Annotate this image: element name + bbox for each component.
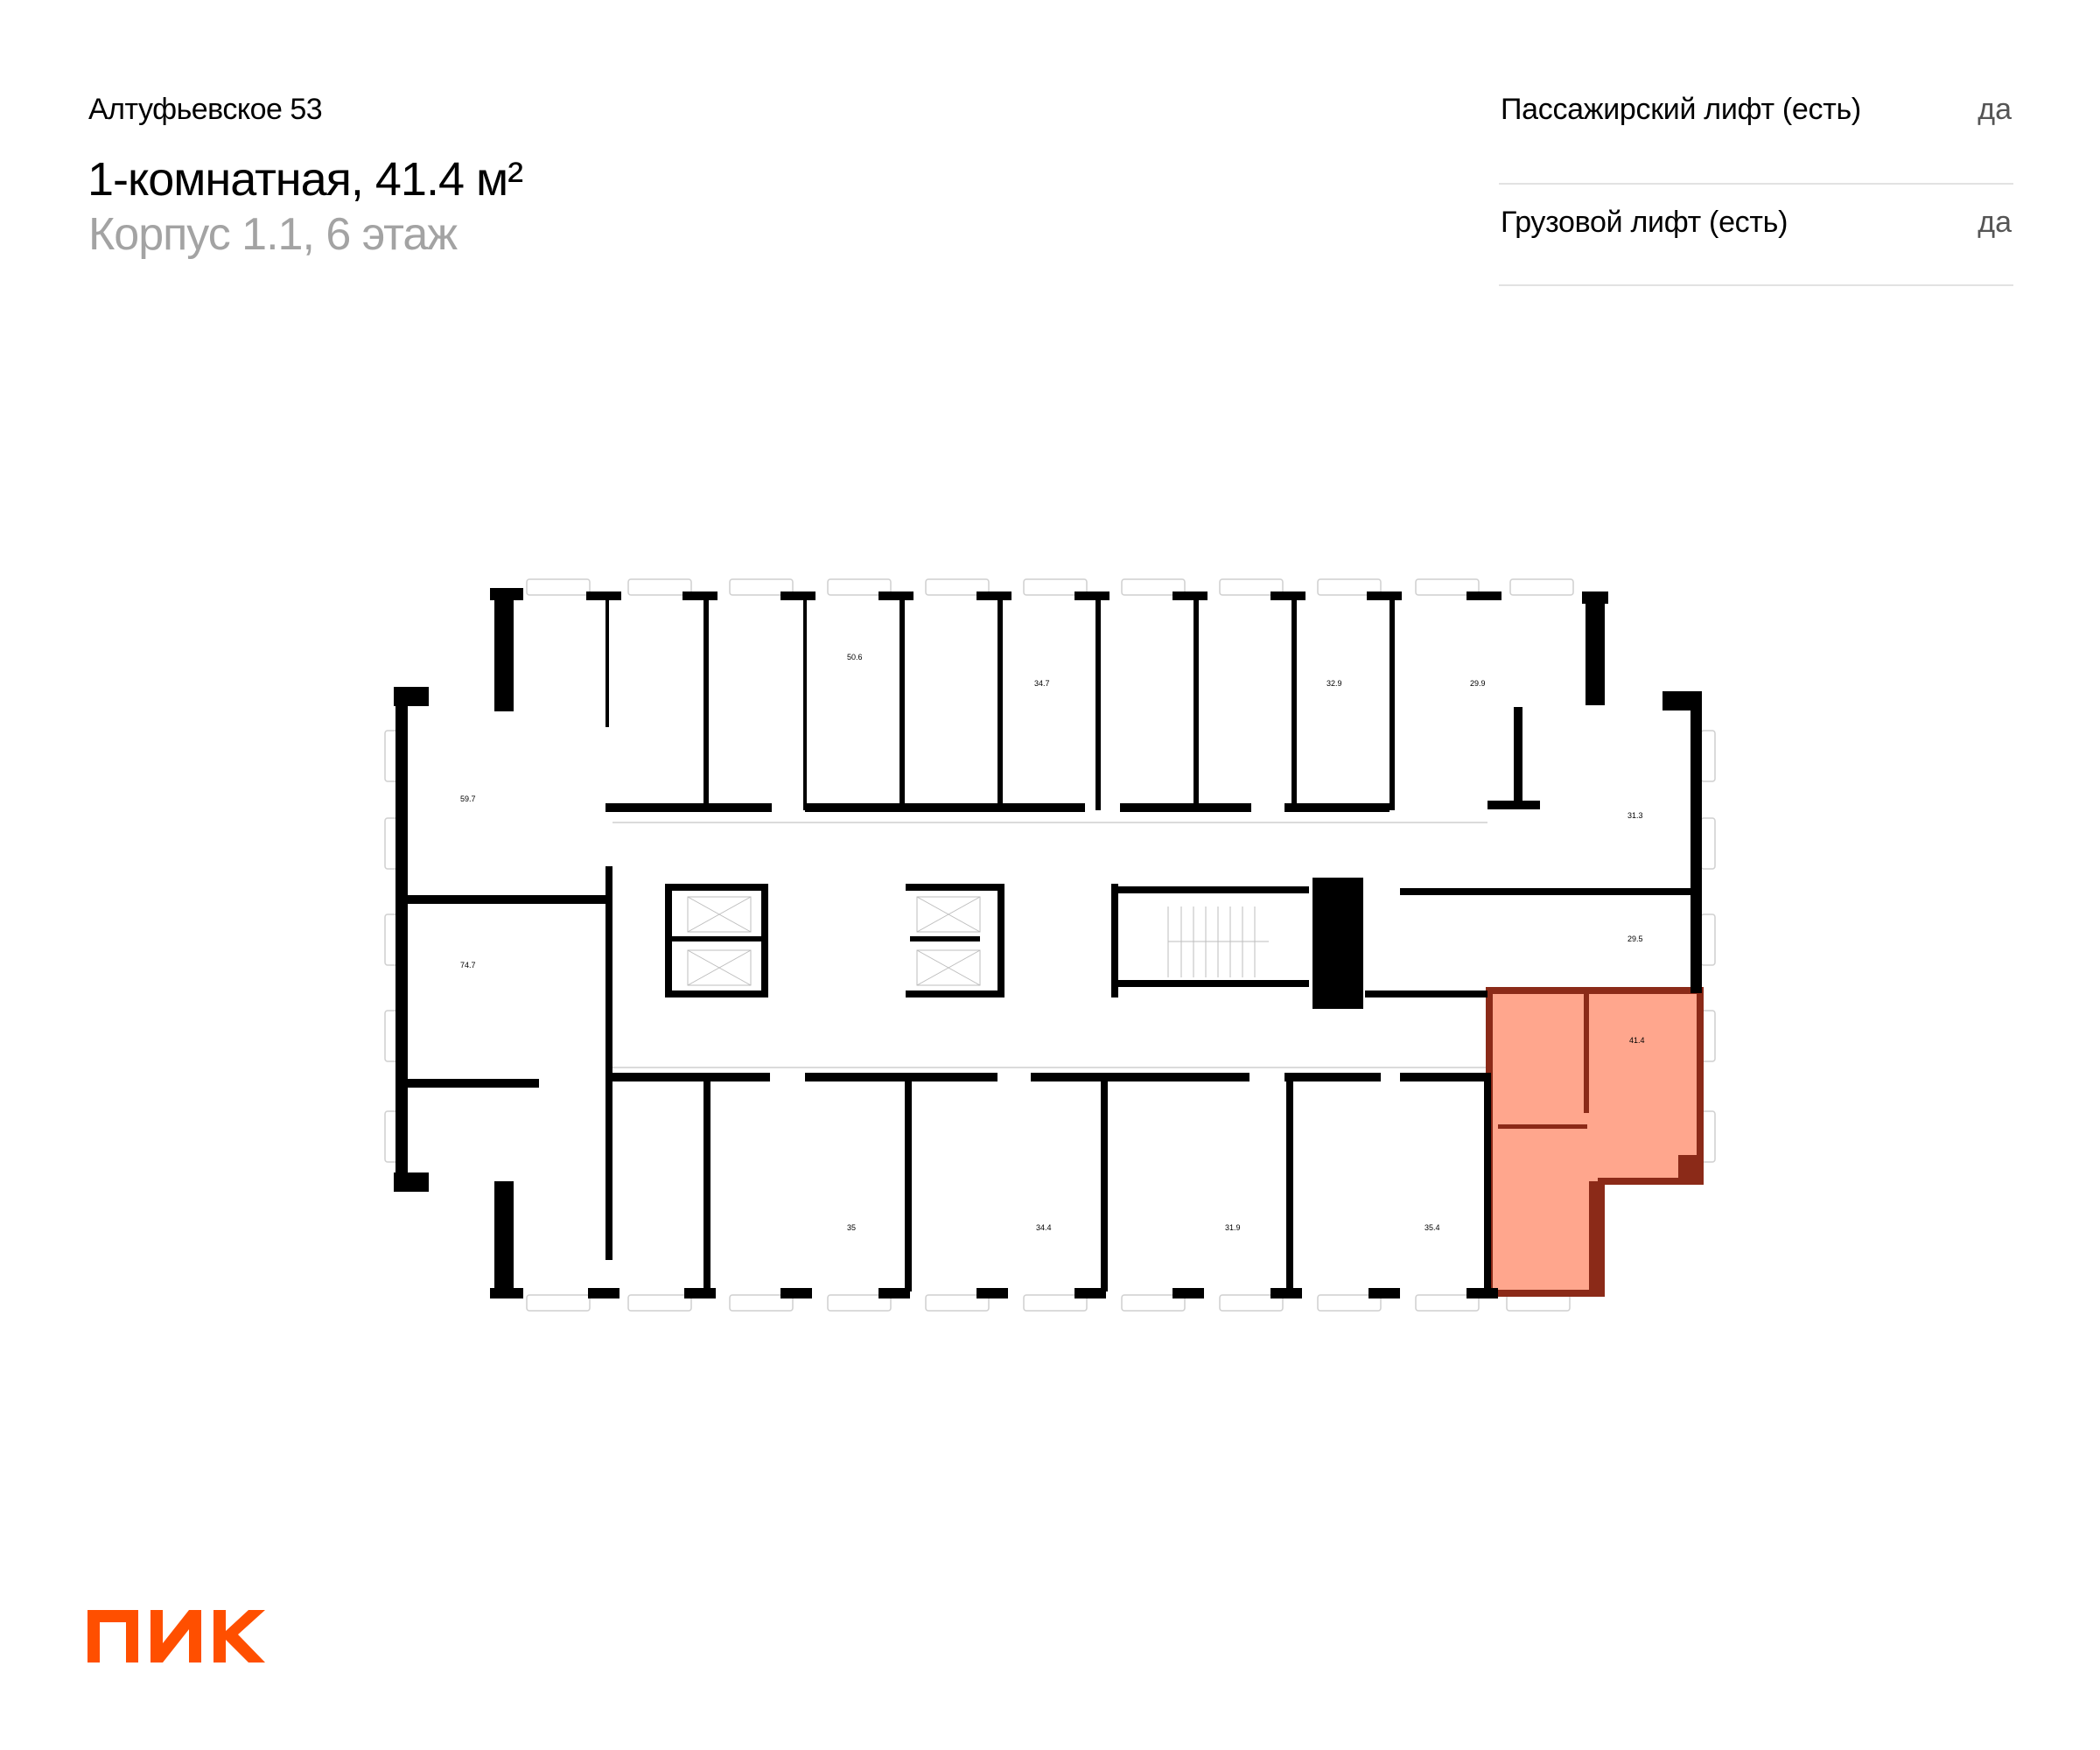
area-label: 59.7 bbox=[460, 794, 476, 803]
area-label: 35.4 bbox=[1424, 1223, 1440, 1232]
building-floor-subtitle: Корпус 1.1, 6 этаж bbox=[88, 209, 458, 260]
area-labels: 50.6 34.7 32.9 29.9 59.7 74.7 31.3 29.5 … bbox=[460, 653, 1645, 1232]
walls bbox=[394, 588, 1702, 1298]
area-label: 32.9 bbox=[1326, 679, 1342, 688]
feature-value: да bbox=[1978, 93, 2012, 126]
project-name: Алтуфьевское 53 bbox=[88, 93, 323, 126]
apartment-title: 1-комнатная, 41.4 м² bbox=[88, 153, 523, 206]
pik-logo bbox=[88, 1610, 265, 1662]
elevator-icon bbox=[687, 949, 752, 986]
highlighted-apartment[interactable] bbox=[1486, 987, 1704, 1297]
area-label: 50.6 bbox=[847, 653, 863, 662]
area-label: 35 bbox=[847, 1223, 856, 1232]
area-label: 29.5 bbox=[1628, 934, 1643, 943]
area-label: 74.7 bbox=[460, 961, 476, 970]
elevator-icon bbox=[916, 949, 981, 986]
elevators bbox=[687, 896, 981, 986]
feature-label: Грузовой лифт (есть) bbox=[1501, 206, 1788, 239]
feature-value: да bbox=[1978, 206, 2012, 239]
area-label: 34.4 bbox=[1036, 1223, 1052, 1232]
area-label: 34.7 bbox=[1034, 679, 1050, 688]
elevator-icon bbox=[687, 896, 752, 933]
area-label: 29.9 bbox=[1470, 679, 1486, 688]
area-label: 31.9 bbox=[1225, 1223, 1241, 1232]
stairs-icon bbox=[1167, 906, 1269, 977]
elevator-icon bbox=[916, 896, 981, 933]
area-label: 31.3 bbox=[1628, 811, 1643, 820]
feature-label: Пассажирский лифт (есть) bbox=[1501, 93, 1861, 126]
feature-freight-elevator: Грузовой лифт (есть) да bbox=[1499, 185, 2013, 286]
features-list: Пассажирский лифт (есть) да Грузовой лиф… bbox=[1499, 84, 2013, 286]
windows bbox=[384, 578, 1716, 1312]
feature-passenger-elevator: Пассажирский лифт (есть) да bbox=[1499, 84, 2013, 185]
area-label: 41.4 bbox=[1629, 1036, 1645, 1045]
